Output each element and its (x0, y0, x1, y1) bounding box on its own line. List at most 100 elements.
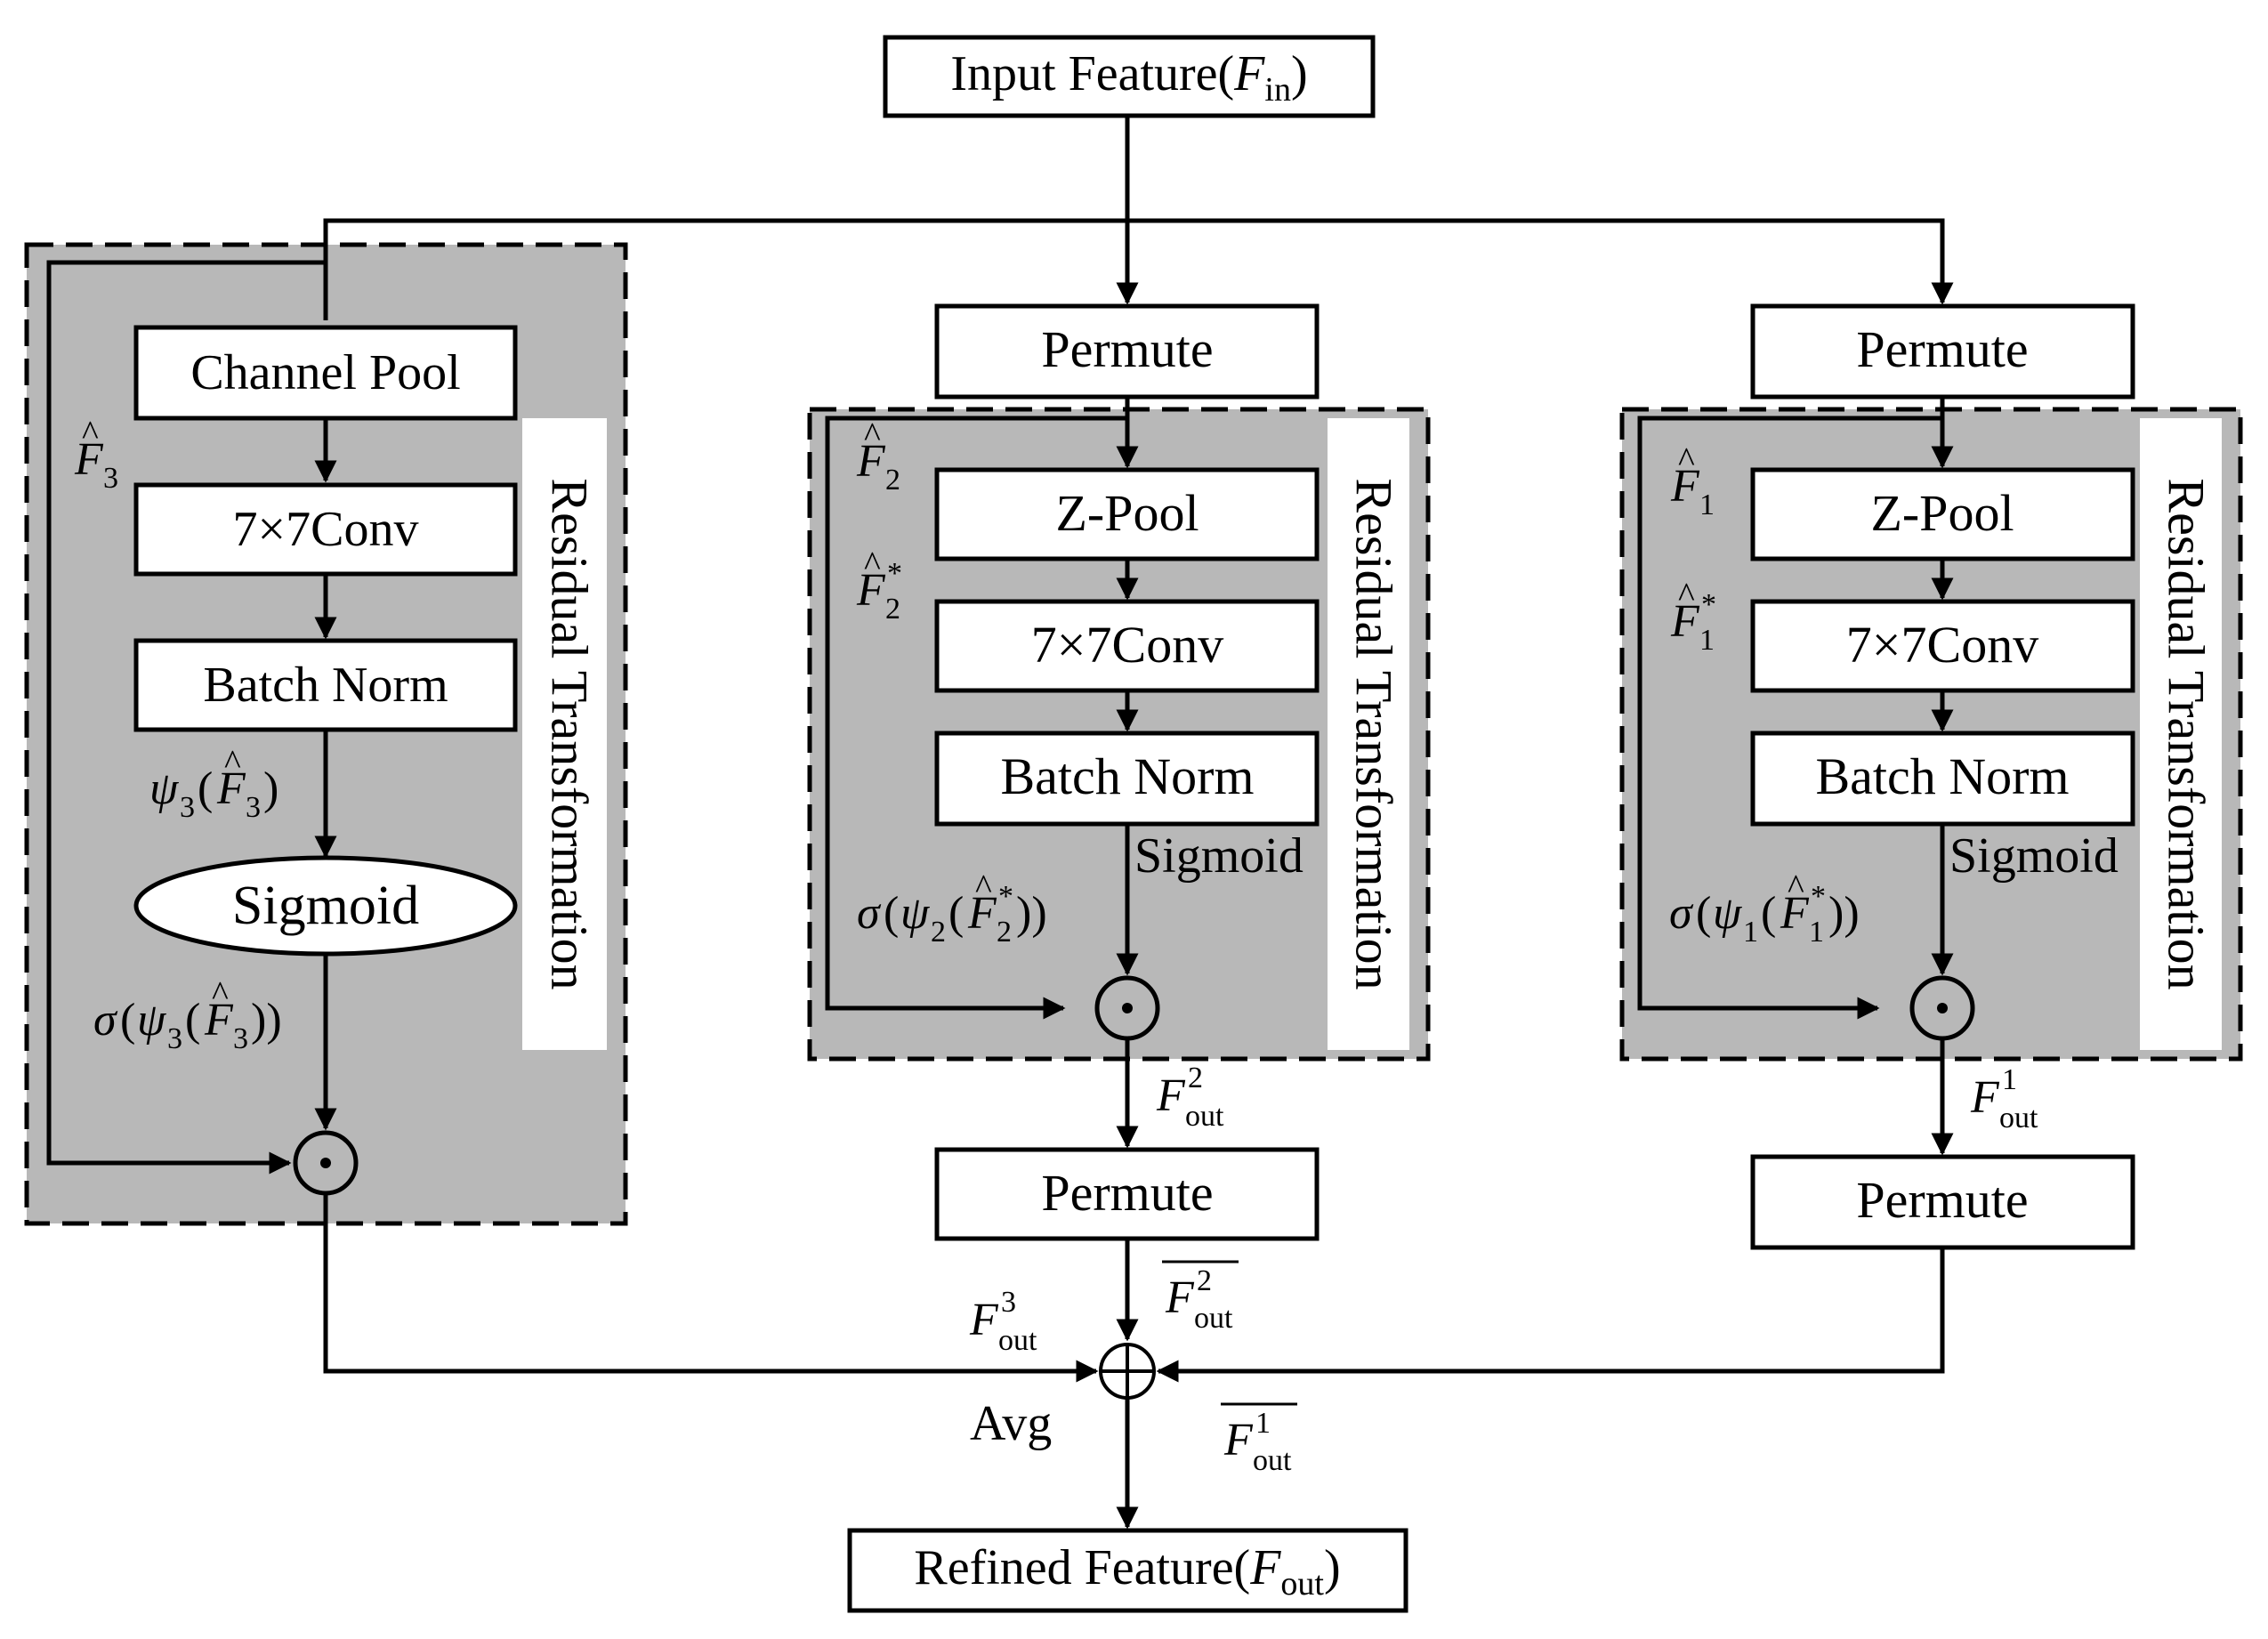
svg-text:F: F (967, 888, 997, 939)
svg-text:2: 2 (931, 916, 946, 949)
svg-text:1: 1 (1699, 488, 1715, 521)
branch1-batch-norm-label: Batch Norm (1815, 747, 2069, 805)
svg-text:F: F (1670, 461, 1700, 512)
branch2-permute-bottom-label: Permute (1041, 1164, 1213, 1222)
svg-text:)): )) (1828, 888, 1860, 939)
branch3-sigmoid-label: Sigmoid (232, 876, 419, 936)
branch2-sigma-label: σ ( ψ 2 ( F ^ * 2 )) (857, 867, 1047, 949)
svg-text:σ: σ (93, 995, 118, 1046)
svg-text:(: ( (948, 888, 964, 939)
refined-feature-label: Refined Feature(Fout) (914, 1540, 1340, 1603)
svg-text:F: F (969, 1295, 999, 1345)
branch1-zpool-label: Z-Pool (1870, 484, 2014, 542)
branch3-psi-label: ψ 3 ( F ^ 3 ) (149, 742, 278, 824)
branch1-conv-box (1750, 599, 2135, 693)
svg-text:(: ( (1696, 888, 1711, 939)
branch2-residual-label-box (1328, 418, 1409, 1050)
svg-text:^: ^ (864, 544, 881, 584)
svg-text:ψ: ψ (149, 763, 180, 814)
branch2-fout-label: F 2 out (1156, 1062, 1224, 1133)
svg-text:F: F (74, 434, 104, 485)
branch2-zpool-label: Z-Pool (1055, 484, 1199, 542)
branch3-residual-line (46, 260, 326, 1175)
svg-text:2: 2 (1188, 1062, 1203, 1094)
svg-text:(: ( (1761, 888, 1776, 939)
input-feature-box (883, 35, 1376, 118)
svg-text:1: 1 (1699, 624, 1715, 657)
branch3-channel-pool-label: Channel Pool (190, 345, 460, 400)
branch2-sigmoid-label: Sigmoid (1134, 828, 1303, 884)
svg-text:3: 3 (167, 1022, 182, 1055)
branch3-output-line (323, 1193, 1099, 1383)
branch2-batch-norm-label: Batch Norm (1000, 747, 1254, 805)
svg-text:1: 1 (1743, 916, 1758, 949)
branch1-multiply-dot (1937, 1003, 1948, 1013)
svg-text:2: 2 (885, 464, 900, 497)
svg-text:1: 1 (2002, 1063, 2017, 1096)
svg-text:F: F (856, 436, 886, 487)
branch3-multiply-dot (320, 1158, 331, 1168)
branch2-conv-label: 7×7Conv (1031, 616, 1223, 674)
svg-text:2: 2 (997, 916, 1012, 949)
svg-text:1: 1 (1809, 916, 1824, 949)
avg-label: Avg (970, 1396, 1052, 1451)
svg-text:F: F (1780, 888, 1810, 939)
svg-text:^: ^ (1678, 575, 1695, 615)
svg-text:2: 2 (1197, 1264, 1212, 1297)
branch2-f2hat-label: F ^ 2 (856, 415, 900, 497)
svg-text:3: 3 (233, 1022, 248, 1055)
svg-text:^: ^ (864, 415, 881, 455)
svg-text:F: F (1670, 596, 1700, 647)
svg-text:out: out (1253, 1444, 1292, 1477)
svg-text:out: out (1999, 1102, 2038, 1134)
branch2-permute-bottom-box (934, 1147, 1320, 1241)
branch1-residual-label: Residual Transformation (2158, 478, 2216, 989)
svg-text:^: ^ (975, 867, 992, 907)
svg-text:F: F (1156, 1070, 1186, 1121)
branch3-sigma-label: σ ( ψ 3 ( F ^ 3 )) (93, 973, 282, 1055)
svg-text:*: * (998, 880, 1013, 913)
branch3-conv-label: 7×7Conv (233, 502, 419, 557)
svg-text:(: ( (120, 995, 135, 1046)
svg-text:^: ^ (82, 413, 99, 453)
svg-text:^: ^ (224, 742, 241, 782)
svg-text:σ: σ (857, 888, 882, 939)
svg-text:σ: σ (1669, 888, 1694, 939)
svg-text:^: ^ (212, 973, 229, 1013)
svg-text:(: ( (198, 763, 213, 814)
svg-text:F: F (1223, 1415, 1254, 1465)
branch1-residual-label-box (2140, 418, 2222, 1050)
branch3-fout-label: F 3 out (969, 1286, 1037, 1357)
svg-text:*: * (1701, 588, 1716, 621)
branch3-residual-label-box (522, 418, 607, 1050)
branch2-permute-top-box (934, 303, 1320, 400)
branch3-batch-norm-label: Batch Norm (203, 658, 448, 713)
branch2-zpool-box (934, 467, 1320, 561)
branch3-batch-norm-box (133, 638, 518, 732)
svg-text:)): )) (251, 995, 282, 1046)
svg-text:^: ^ (1678, 440, 1695, 480)
svg-text:F: F (1970, 1072, 2000, 1123)
svg-text:F: F (216, 763, 246, 814)
svg-text:out: out (998, 1324, 1037, 1357)
branch1-sigmoid-label: Sigmoid (1949, 828, 2119, 884)
svg-text:F: F (856, 565, 886, 616)
svg-text:ψ: ψ (1713, 888, 1743, 939)
distribution-line (323, 218, 1954, 320)
branch2-fout-bar-label: F 2 out (1162, 1260, 1239, 1335)
svg-text:F: F (1165, 1272, 1195, 1323)
branch1-fout-label: F 1 out (1970, 1063, 2038, 1134)
branch3-conv-box (133, 482, 518, 577)
branch2-residual-label: Residual Transformation (1345, 478, 1403, 989)
svg-text:)): )) (1016, 888, 1047, 939)
svg-text:3: 3 (1001, 1286, 1016, 1319)
svg-text:^: ^ (1788, 867, 1804, 907)
branch3-residual-label: Residual Transformation (541, 478, 599, 989)
branch1-f1star-label: F ^ * 1 (1670, 575, 1716, 657)
branch1-permute-top-label: Permute (1856, 320, 2028, 378)
svg-text:(: ( (884, 888, 899, 939)
branch1-residual-line (1637, 416, 1942, 1020)
svg-text:*: * (887, 557, 902, 590)
svg-text:(: ( (185, 995, 200, 1046)
branch2-residual-line (825, 416, 1127, 1020)
